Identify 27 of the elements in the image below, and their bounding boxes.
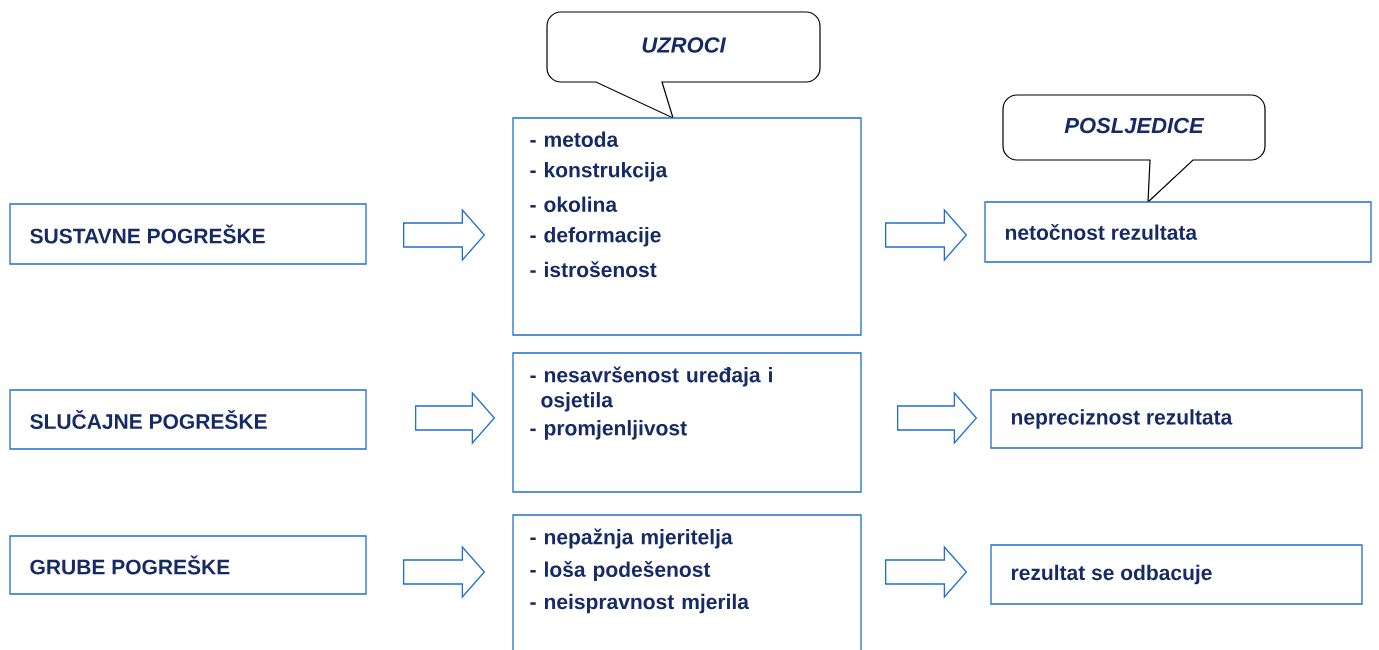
list-item: - neispravnost mjerila bbox=[530, 593, 750, 614]
block-arrow bbox=[885, 208, 968, 262]
list-item: - deformacije bbox=[530, 226, 661, 247]
list-item: - okolina bbox=[530, 196, 618, 212]
list-box bbox=[512, 352, 862, 493]
speech-bubble: POSLJEDICE bbox=[1002, 94, 1266, 203]
speech-bubble: UZROCI bbox=[546, 11, 821, 119]
list-item: - nepažnja mjeritelja bbox=[530, 528, 733, 549]
text-box: rezultat se odbacuje bbox=[990, 544, 1363, 605]
text-box: GRUBE POGREŠKE bbox=[9, 535, 367, 595]
block-arrow bbox=[897, 391, 978, 445]
block-arrow bbox=[403, 545, 486, 599]
list-box bbox=[512, 514, 862, 650]
list-box bbox=[512, 117, 862, 336]
block-arrow bbox=[885, 545, 968, 599]
list-item: - nesavršenost uređaja i osjetila bbox=[530, 366, 772, 412]
block-arrow bbox=[403, 208, 486, 262]
block-arrow bbox=[415, 391, 496, 445]
text-box: nepreciznost rezultata bbox=[990, 389, 1363, 449]
list-item: - metoda bbox=[530, 131, 619, 147]
text-box: SLUČAJNE POGREŠKE bbox=[9, 389, 367, 450]
list-item: - promjenljivost bbox=[530, 420, 687, 440]
text-box: netočnost rezultata bbox=[984, 201, 1372, 263]
list-item: - konstrukcija bbox=[530, 161, 668, 182]
text-box: SUSTAVNE POGREŠKE bbox=[9, 203, 367, 265]
list-item: - istrošenost bbox=[530, 261, 657, 278]
list-item: - loša podešenost bbox=[530, 561, 711, 582]
